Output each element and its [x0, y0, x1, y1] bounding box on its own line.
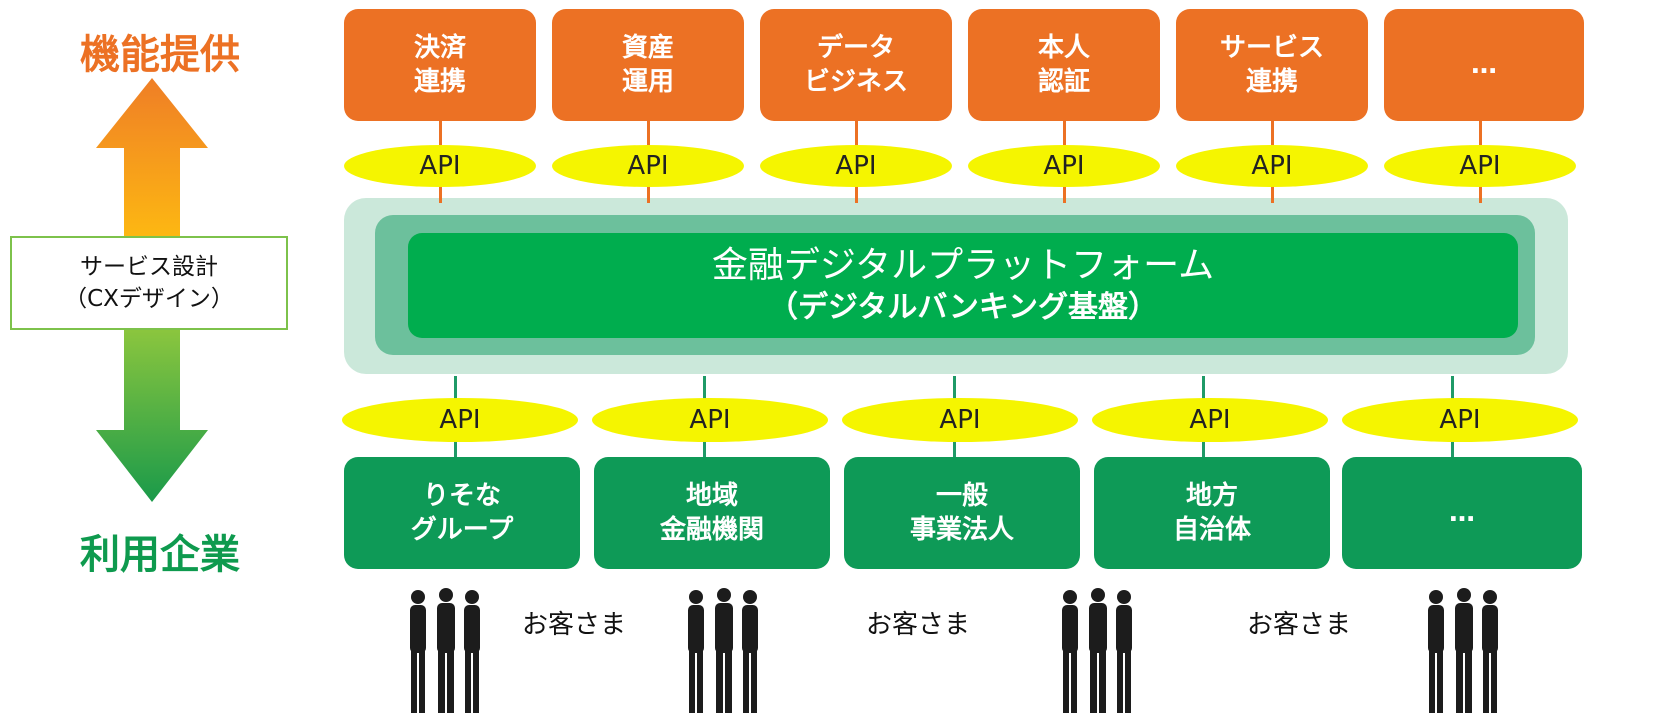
user-box-line2: 事業法人: [909, 515, 1014, 545]
user-box-regional-bank: 地域 金融機関: [594, 457, 830, 569]
function-box-line1: 本人: [1037, 33, 1090, 63]
function-box-line1: 資産: [621, 33, 674, 63]
api-badge: API: [1342, 398, 1578, 442]
user-box-line2: 金融機関: [659, 515, 764, 545]
function-provision-label: 機能提供: [80, 32, 240, 78]
user-box-general-business: 一般 事業法人: [844, 457, 1080, 569]
function-box-line1: データ: [816, 33, 895, 63]
function-box-line1: 決済: [413, 33, 466, 63]
customers-group-icon: [1062, 588, 1132, 713]
user-box-line1: 地域: [685, 481, 738, 511]
double-arrow-icon: [96, 78, 208, 502]
customers-group-icon: [688, 588, 758, 713]
customer-label: お客さま: [522, 610, 627, 640]
service-design-label: サービス設計: [80, 254, 218, 280]
api-badge: API: [760, 145, 952, 187]
function-box-more: …: [1384, 9, 1584, 121]
function-box-line2: 連携: [1245, 67, 1298, 97]
api-badge: API: [1176, 145, 1368, 187]
function-box-line2: 運用: [621, 67, 674, 97]
user-box-line1: 一般: [935, 481, 988, 511]
api-badge: API: [1092, 398, 1328, 442]
service-design-box: サービス設計 （CXデザイン）: [10, 236, 288, 330]
customers-group-icon: [1428, 588, 1498, 713]
user-box-more: …: [1342, 457, 1582, 569]
user-box-line1: りそな: [422, 481, 501, 511]
user-box-line1: …: [1449, 498, 1475, 528]
customers-group-icon: [410, 588, 480, 713]
financial-digital-platform: 金融デジタルプラットフォーム （デジタルバンキング基盤）: [408, 233, 1518, 338]
user-companies-label: 利用企業: [80, 532, 240, 578]
function-box-line2: ビジネス: [803, 67, 908, 97]
api-badge: API: [552, 145, 744, 187]
user-box-local-government: 地方 自治体: [1094, 457, 1330, 569]
function-box-service: サービス 連携: [1176, 9, 1368, 121]
customer-label: お客さま: [866, 610, 971, 640]
api-badge: API: [592, 398, 828, 442]
api-badge: API: [344, 145, 536, 187]
api-badge: API: [342, 398, 578, 442]
user-box-line2: グループ: [410, 515, 514, 545]
user-box-resona: りそな グループ: [344, 457, 580, 569]
api-badge: API: [842, 398, 1078, 442]
platform-subtitle: （デジタルバンキング基盤）: [768, 289, 1158, 325]
function-box-line1: …: [1471, 50, 1497, 80]
function-box-line2: 連携: [413, 67, 466, 97]
function-box-line1: サービス: [1219, 33, 1324, 63]
user-box-line2: 自治体: [1172, 515, 1251, 545]
function-box-data: データ ビジネス: [760, 9, 952, 121]
cx-design-label: （CXデザイン）: [64, 286, 234, 312]
function-box-auth: 本人 認証: [968, 9, 1160, 121]
function-box-line2: 認証: [1037, 67, 1090, 97]
user-box-line1: 地方: [1185, 481, 1238, 511]
function-box-asset: 資産 運用: [552, 9, 744, 121]
api-badge: API: [1384, 145, 1576, 187]
platform-title: 金融デジタルプラットフォーム: [711, 244, 1215, 286]
api-badge: API: [968, 145, 1160, 187]
customer-label: お客さま: [1247, 610, 1352, 640]
function-box-payment: 決済 連携: [344, 9, 536, 121]
